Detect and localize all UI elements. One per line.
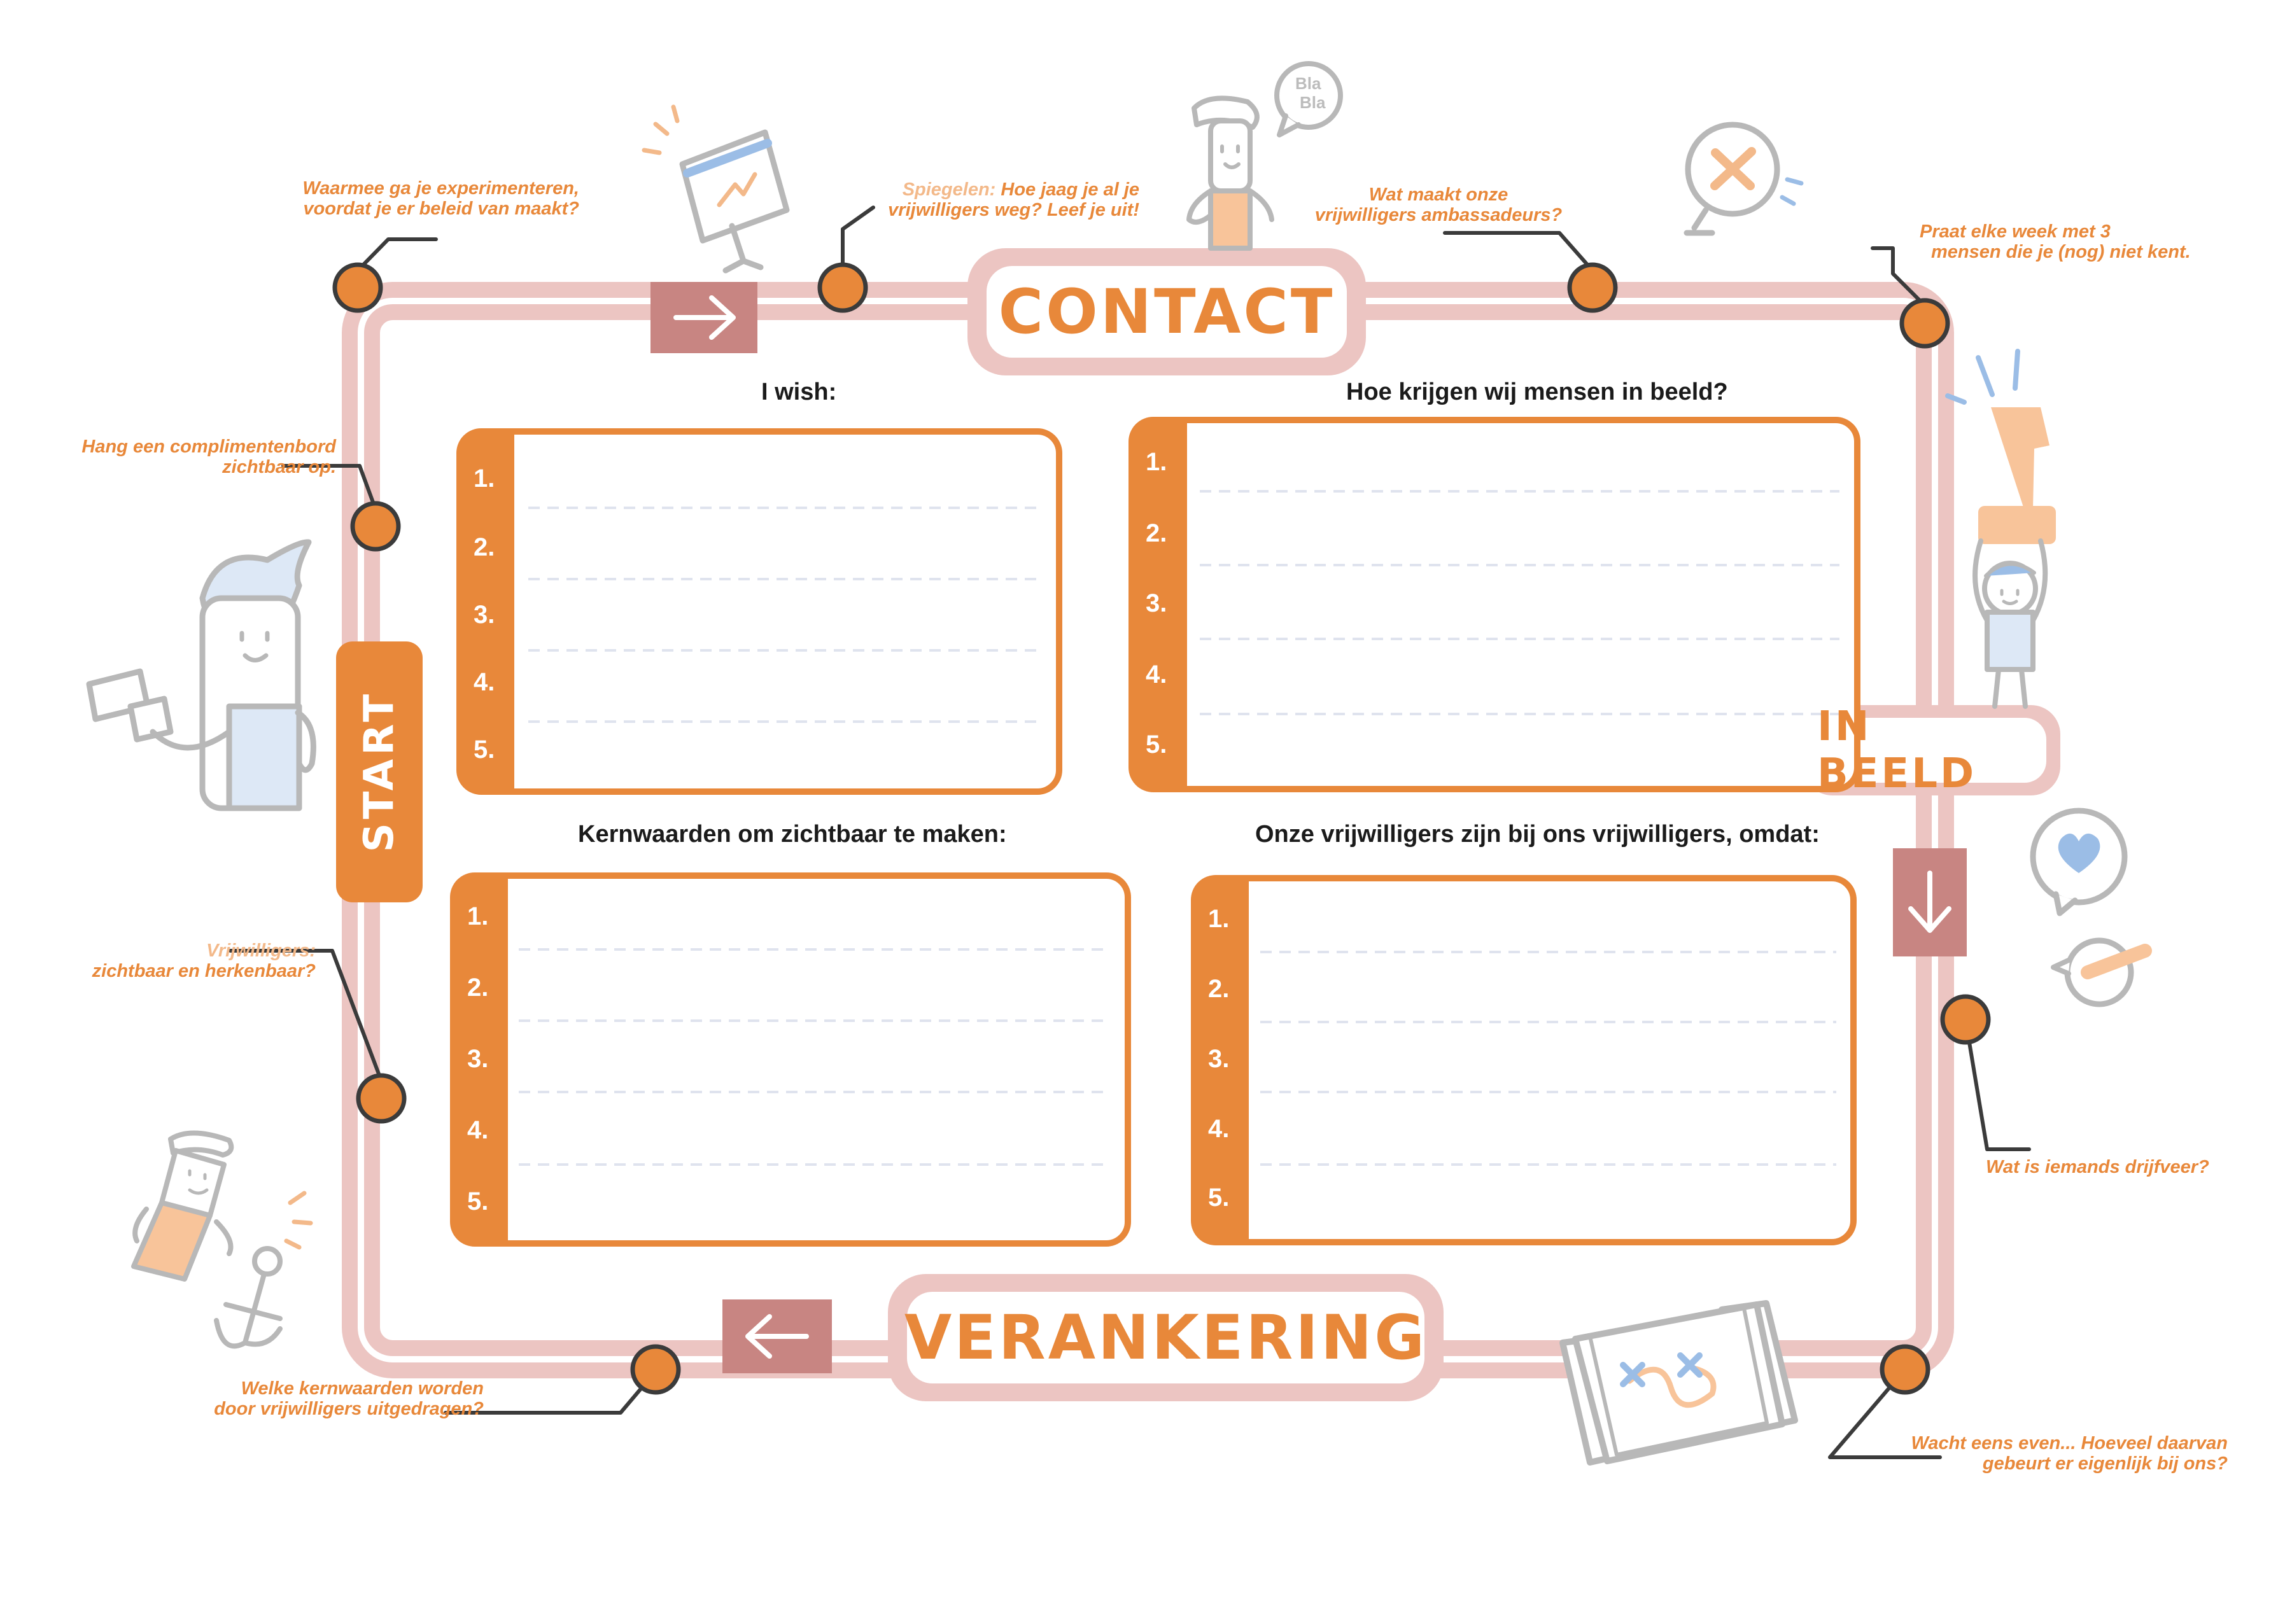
number-label: 1. [1146, 448, 1167, 476]
anchor-icon [131, 1130, 313, 1349]
stamp-icon [1945, 349, 2056, 709]
box-frames [450, 417, 1860, 1247]
treasure-map-icon [1559, 1300, 1798, 1466]
tip-ambassadeurs: Wat maakt onze vrijwilligers ambassadeur… [1314, 185, 1563, 225]
talking-character [1186, 61, 1343, 251]
number-label: 5. [1208, 1184, 1230, 1212]
number-label: 4. [1208, 1115, 1230, 1143]
box-1-title: I wish: [761, 379, 837, 405]
number-label: 3. [1146, 589, 1167, 617]
number-label: 1. [474, 465, 495, 493]
number-label: 1. [467, 902, 489, 930]
number-label: 2. [467, 974, 489, 1002]
label-verankering: VERANKERING [904, 1302, 1428, 1373]
number-label: 3. [467, 1045, 489, 1073]
arrow-right-icon [650, 282, 757, 353]
tip-vrijwilligers: Vrijwilligers: zichtbaar en herkenbaar? [92, 941, 316, 981]
tip-compliment: Hang een complimentenbord zichtbaar op. [81, 437, 336, 477]
tip-experiment: Waarmee ga je experimenteren, voordat je… [302, 178, 579, 219]
tip-spiegelen: Spiegelen: Hoe jaag je al je vrijwillige… [888, 179, 1139, 220]
number-label: 3. [1208, 1045, 1230, 1073]
number-label: 2. [474, 533, 495, 561]
tip-drijfveer: Wat is iemands drijfveer? [1986, 1157, 2209, 1177]
heart-bubble-icon [2030, 808, 2152, 1007]
number-label: 4. [1146, 661, 1167, 689]
pin-icon [229, 206, 2031, 1459]
label-start: START [356, 690, 403, 853]
flipchart-icon [642, 104, 790, 274]
number-label: 4. [474, 668, 495, 696]
label-contact: CONTACT [998, 276, 1335, 347]
number-label: 5. [467, 1187, 489, 1215]
speech-bubble-text: Bla Bla [1295, 74, 1326, 112]
box-4-title: Onze vrijwilligers zijn bij ons vrijwill… [1255, 821, 1820, 848]
arrow-left-icon [722, 1299, 832, 1373]
number-label: 2. [1146, 519, 1167, 547]
number-label: 1. [1208, 905, 1230, 933]
dashed-writing-lines [519, 490, 1839, 1166]
cross-circle-icon [1684, 122, 1804, 236]
box-3-title: Kernwaarden om zichtbaar te maken: [578, 821, 1007, 848]
number-label: 3. [474, 601, 495, 629]
number-label: 5. [474, 736, 495, 764]
tip-kernwaarden: Welke kernwaarden worden door vrijwillig… [214, 1378, 484, 1419]
number-label: 2. [1208, 975, 1230, 1003]
tip-wacht: Wacht eens even... Hoeveel daarvan gebeu… [1911, 1433, 2228, 1474]
arrow-down-icon [1893, 848, 1967, 956]
tip-praat: Praat elke week met 3 mensen die je (nog… [1920, 221, 2191, 262]
binoculars-icon [86, 539, 316, 811]
number-label: 4. [467, 1116, 489, 1144]
box-2-title: Hoe krijgen wij mensen in beeld? [1346, 379, 1728, 405]
number-label: 5. [1146, 731, 1167, 759]
label-in-beeld: IN BEELD [1817, 703, 1977, 797]
